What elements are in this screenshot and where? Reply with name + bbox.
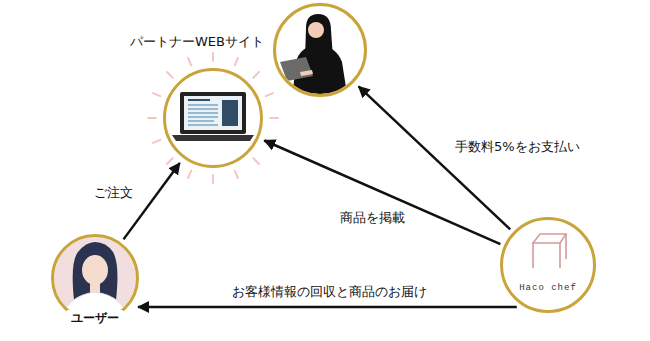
edge-label: お客様情報の回収と商品のお届け	[230, 283, 429, 301]
box-logo	[533, 234, 566, 268]
partner-circle	[273, 3, 367, 97]
laptop-icon	[148, 53, 278, 183]
edge-label: ご注文	[92, 184, 135, 202]
user-circle: ユーザー	[51, 234, 139, 322]
website-circle: パートナーWEBサイト	[163, 68, 263, 168]
site-heading: パートナーWEBサイト	[130, 33, 264, 51]
flow-arrow	[264, 141, 500, 245]
user-label: ユーザー	[67, 310, 123, 327]
edge-label: 手数料5%をお支払い	[453, 138, 582, 156]
flow-arrow	[359, 86, 511, 229]
edge-label: 商品を掲載	[338, 209, 407, 227]
partner-figure	[280, 14, 348, 100]
brand-name: Haco chef	[503, 283, 593, 293]
flow-arrow	[138, 306, 517, 309]
hacochef-circle: Haco chef	[500, 217, 596, 313]
